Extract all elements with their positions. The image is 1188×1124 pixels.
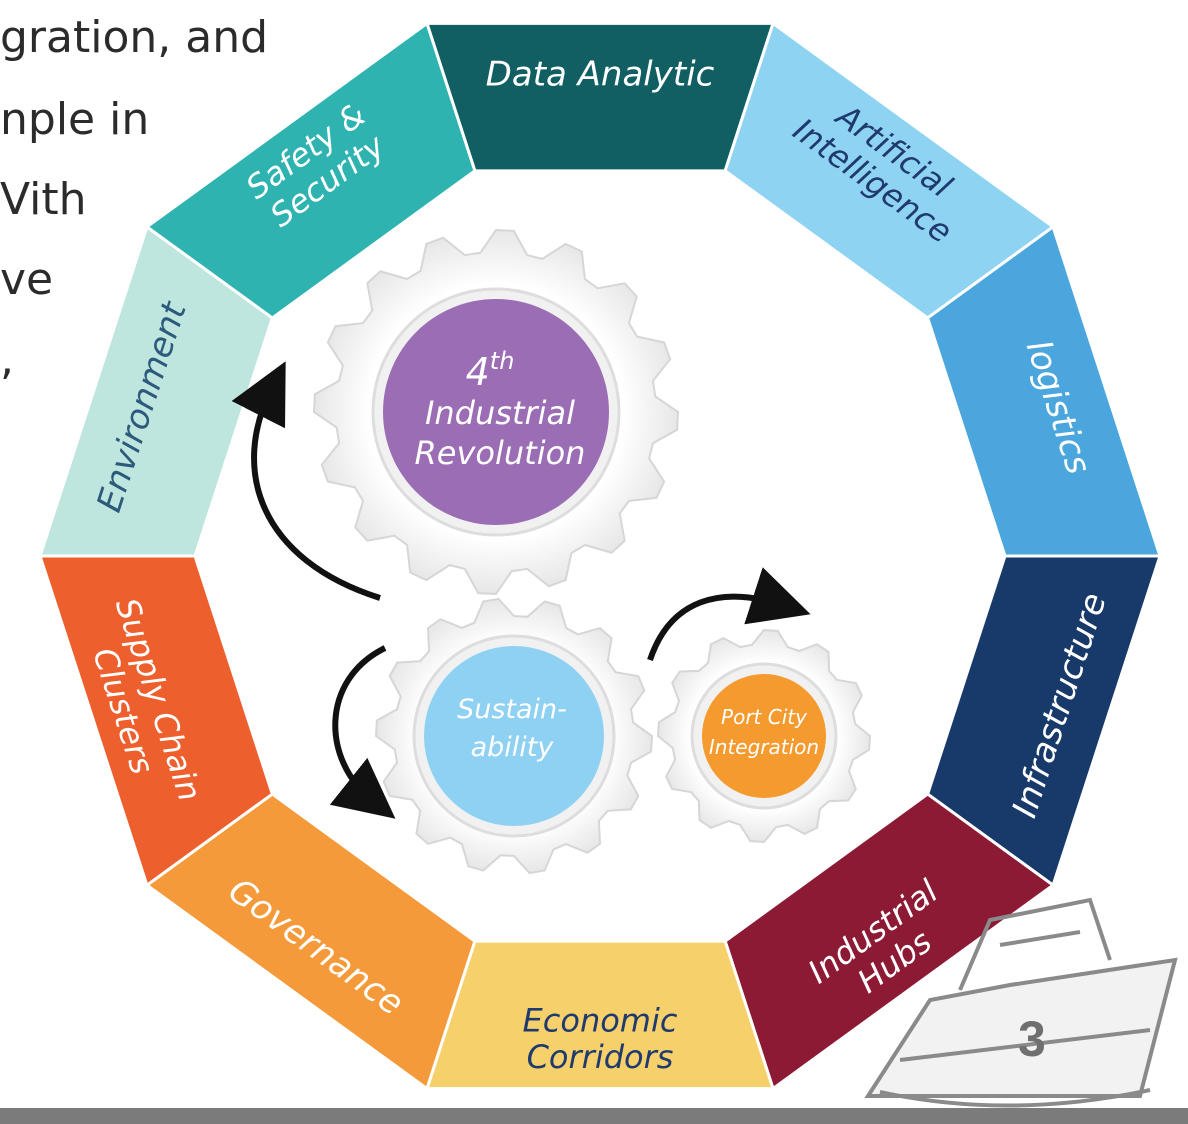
cycle-arrow-upper	[231, 361, 381, 601]
sustainability-label: Sustain- ability	[457, 694, 567, 763]
segment-label-data-analytic: Data Analytic	[486, 54, 715, 94]
ship-watermark-icon	[864, 897, 1178, 1108]
cycle-arrow-right	[647, 567, 811, 661]
gear-main-superscript: th	[490, 347, 515, 375]
segment-safety-security	[144, 20, 477, 320]
page-number: 3	[1018, 1011, 1046, 1067]
segment-economic-corridors-line-1: Economic	[523, 1001, 678, 1039]
industrial-revolution-label: 4th Industrial Revolution	[415, 347, 586, 472]
gear-sustain-line-1: Sustain-	[457, 694, 567, 725]
segment-economic-corridors-line-2: Corridors	[527, 1038, 674, 1076]
background-text-line-3: Vith	[0, 174, 87, 225]
gear-port-city	[656, 628, 872, 844]
background-text-line-4: ve	[0, 254, 54, 305]
background-text-line-2: nple in	[0, 94, 150, 145]
gear-port-line-2: Integration	[709, 735, 819, 759]
port-city-label: Port City Integration	[709, 705, 819, 759]
segment-data-analytic	[424, 21, 776, 173]
background-text-line-5: ,	[0, 334, 14, 385]
gear-sustainability	[374, 597, 654, 875]
cycle-arrow-left	[329, 645, 396, 819]
gear-industrial-revolution	[312, 228, 680, 596]
background-text-line-1: gration, and	[0, 12, 269, 63]
bottom-bar	[0, 1108, 1188, 1124]
gear-port-line-1: Port City	[721, 705, 808, 729]
gear-main-number: 4	[466, 350, 490, 394]
gear-main-line-3: Revolution	[415, 434, 586, 472]
gear-sustain-line-2: ability	[471, 732, 555, 763]
segment-data-analytic-line-1: Data Analytic	[486, 54, 715, 94]
gear-main-line-2: Industrial	[425, 394, 575, 432]
svg-text:4th: 4th	[466, 347, 515, 394]
